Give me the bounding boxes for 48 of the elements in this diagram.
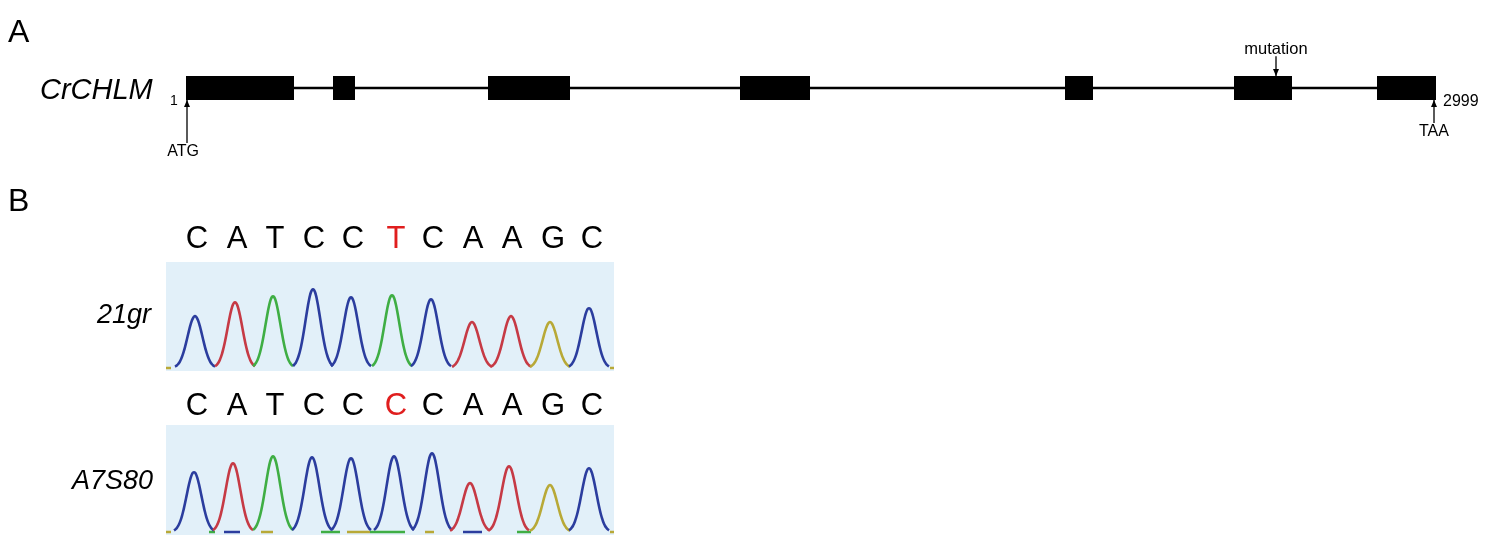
intron-line xyxy=(1093,86,1234,90)
sample-name: 21gr xyxy=(96,300,151,328)
position-number: 1 xyxy=(170,93,178,107)
leader-arrow xyxy=(1273,55,1279,77)
intron-line xyxy=(294,86,333,90)
base-letter: C xyxy=(580,388,604,420)
intron-line xyxy=(570,86,740,90)
base-letter: C xyxy=(421,221,445,253)
exon-bar xyxy=(740,76,810,100)
leader-arrow xyxy=(1431,99,1437,124)
gene-name: CrCHLM xyxy=(40,74,153,104)
base-letter: C xyxy=(185,388,209,420)
base-letter: A xyxy=(226,221,248,253)
panel-letter: B xyxy=(8,184,30,216)
base-letter: C xyxy=(302,221,326,253)
base-letter: C xyxy=(302,388,326,420)
annotation-label: TAA xyxy=(1419,123,1449,139)
base-letter: G xyxy=(540,388,566,420)
base-letter: C xyxy=(384,388,408,420)
leader-arrow xyxy=(184,99,190,144)
exon-bar xyxy=(186,76,294,100)
base-letter: C xyxy=(341,388,365,420)
base-letter: A xyxy=(462,221,484,253)
base-letter: C xyxy=(185,221,209,253)
base-letter: T xyxy=(265,221,285,253)
base-letter: A xyxy=(226,388,248,420)
base-letter: A xyxy=(501,388,523,420)
intron-line xyxy=(1292,86,1377,90)
position-number: 2999 xyxy=(1443,93,1479,109)
exon-bar xyxy=(333,76,355,100)
base-letter: C xyxy=(421,388,445,420)
base-letter: A xyxy=(462,388,484,420)
intron-line xyxy=(810,86,1065,90)
base-letter: A xyxy=(501,221,523,253)
base-letter: C xyxy=(341,221,365,253)
intron-line xyxy=(355,86,488,90)
sample-name: A7S80 xyxy=(71,466,153,494)
exon-bar xyxy=(488,76,570,100)
annotation-label: mutation xyxy=(1244,39,1308,57)
exon-bar xyxy=(1065,76,1093,100)
base-letter: T xyxy=(265,388,285,420)
exon-bar xyxy=(1377,76,1436,100)
base-letter: G xyxy=(540,221,566,253)
exon-bar xyxy=(1234,76,1292,100)
base-letter: C xyxy=(580,221,604,253)
annotation-label: ATG xyxy=(167,143,199,159)
panel-letter: A xyxy=(8,15,30,47)
base-letter: T xyxy=(386,221,406,253)
